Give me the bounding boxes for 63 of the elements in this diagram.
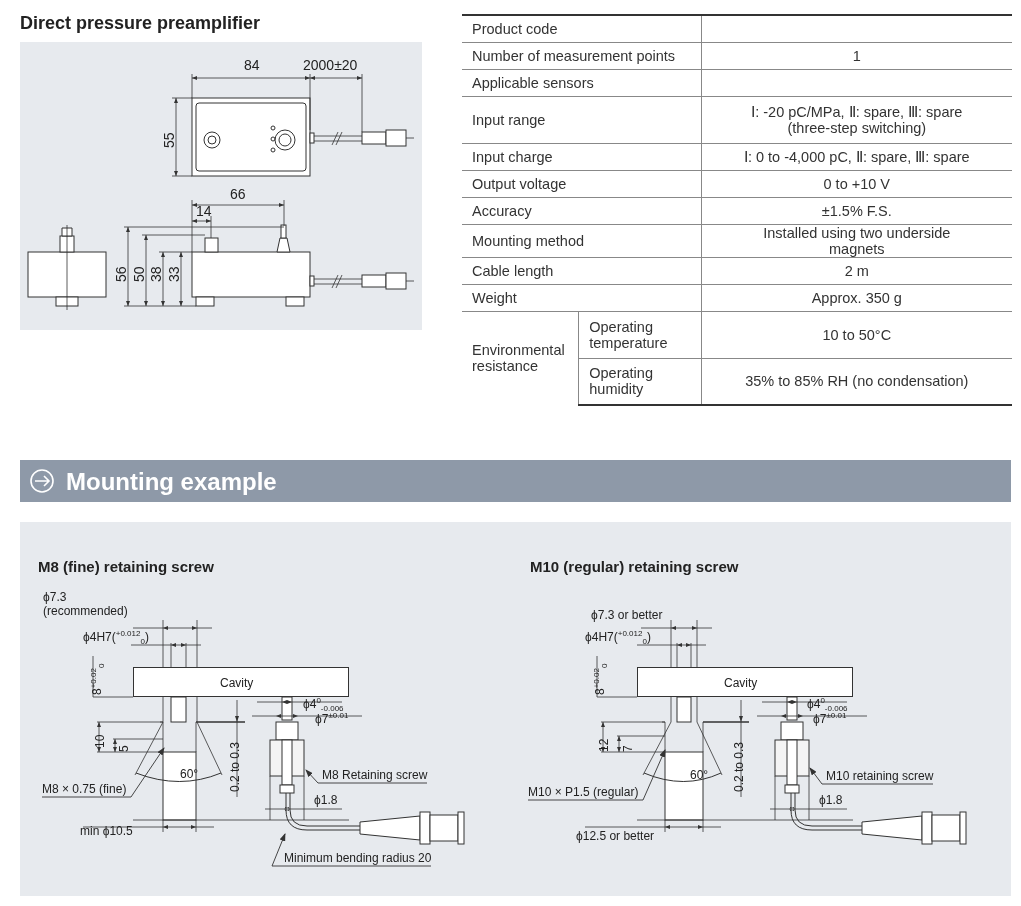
table-label: Operating temperature — [589, 318, 669, 351]
table-label: Input charge — [472, 148, 553, 165]
table-label: Input range — [472, 111, 546, 128]
dimension-label: ϕ1.8 — [314, 793, 338, 807]
table-value: 0 to +10 V — [823, 175, 891, 192]
dimension-label: 66 — [230, 187, 246, 201]
table-value: Installed using two underside magnets — [762, 224, 952, 257]
table-value: 2 m — [844, 262, 869, 279]
dimension-label: ϕ4H7($^{+0.012}$$_{0}$) — [83, 630, 149, 644]
table-value: Approx. 350 g — [811, 289, 902, 306]
section-title: Direct pressure preamplifier — [20, 12, 261, 34]
table-label: Accuracy — [472, 202, 532, 219]
dimension-label: 33 — [167, 266, 181, 282]
part-label: Cavity — [724, 676, 758, 690]
dimension-label: 60° — [180, 767, 199, 781]
table-value: ±1.5% F.S. — [821, 202, 892, 219]
part-label: Cavity — [220, 676, 254, 690]
dimension-label: 14 — [196, 204, 212, 218]
callout-label: M10 retaining screw — [826, 769, 934, 783]
dimension-label: 38 — [149, 266, 163, 282]
table-label: Environmental resistance — [472, 342, 566, 375]
cavity-block — [637, 667, 853, 697]
table-label: Applicable sensors — [472, 74, 594, 91]
dimension-label: 5 — [117, 745, 131, 752]
table-label: Number of measurement points — [472, 47, 676, 64]
table-label: Weight — [472, 289, 517, 306]
dimension-label: 7 — [621, 745, 635, 752]
dimension-label: ϕ7$^{±0.01}$ — [315, 712, 349, 726]
table-value: 35% to 85% RH (no condensation) — [745, 373, 969, 390]
dimension-label: 55 — [162, 132, 176, 148]
table-value: Ⅰ: 0 to -4,000 pC, Ⅱ: spare, Ⅲ: spare — [743, 148, 970, 165]
subsection-title: M10 (regular) retaining screw — [530, 558, 739, 576]
dimension-label: 50 — [132, 266, 146, 282]
cavity-block — [133, 667, 349, 697]
table-label: Cable length — [472, 262, 554, 279]
table-label: Product code — [472, 20, 558, 37]
dimension-label: ϕ7.3 (recommended) — [43, 590, 129, 618]
dimension-label: 12 — [597, 738, 611, 752]
dimension-label: 84 — [244, 58, 260, 72]
dimension-label: 56 — [114, 266, 128, 282]
callout-label: M8 Retaining screw — [322, 768, 428, 782]
dimension-label: min ϕ10.5 — [80, 824, 133, 838]
dimension-label: ϕ4H7($^{+0.012}$$_{0}$) — [585, 630, 651, 644]
dimension-label: ϕ1.8 — [819, 793, 843, 807]
callout-label: Minimum bending radius 20 — [284, 851, 432, 865]
section-heading: Mounting example — [66, 467, 277, 497]
callout-label: M8 × 0.75 (fine) — [42, 782, 127, 796]
table-label: Output voltage — [472, 175, 567, 192]
dimension-label: 0.2 to 0.3 — [228, 741, 242, 792]
dimension-label: ϕ7.3 or better — [591, 608, 663, 622]
dimension-label: ϕ7$^{±0.01}$ — [813, 712, 847, 726]
table-value: 1 — [852, 47, 861, 64]
dimension-label: 0.2 to 0.3 — [732, 741, 746, 792]
dimension-label: ϕ12.5 or better — [576, 829, 655, 843]
table-value: 10 to 50°C — [822, 326, 892, 343]
dimension-label: 60° — [690, 768, 709, 782]
subsection-title: M8 (fine) retaining screw — [38, 558, 214, 576]
dimension-label: 10 — [93, 734, 107, 748]
callout-label: M10 × P1.5 (regular) — [528, 785, 639, 799]
dimension-label: 2000±20 — [303, 58, 358, 72]
table-value: Ⅰ: -20 pC/MPa, Ⅱ: spare, Ⅲ: spare (three-step switching) — [750, 103, 964, 136]
table-label: Mounting method — [472, 232, 585, 249]
table-label: Operating humidity — [589, 365, 654, 398]
